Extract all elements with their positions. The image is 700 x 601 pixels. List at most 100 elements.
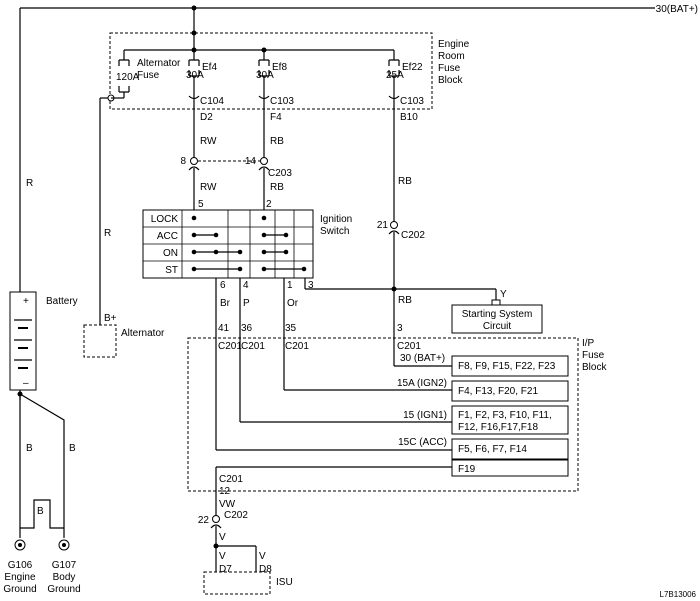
engine-room-fuse-block	[109, 32, 433, 110]
svg-text:Switch: Switch	[320, 226, 349, 237]
svg-text:C103: C103	[270, 96, 294, 107]
wire-y: Y	[500, 289, 507, 300]
fuse-ef4: Ef4 30A	[186, 59, 217, 82]
svg-text:8: 8	[180, 156, 186, 167]
svg-text:Room: Room	[438, 51, 465, 62]
isu-label: ISU	[276, 577, 293, 588]
wire-v-left: V	[219, 551, 226, 562]
svg-text:C202: C202	[401, 230, 425, 241]
wire-r-left: R	[26, 178, 33, 189]
ip-row-f19: F19	[451, 459, 569, 477]
svg-text:Ground: Ground	[3, 584, 36, 595]
svg-text:G106: G106	[8, 560, 33, 571]
svg-text:Alternator: Alternator	[137, 58, 181, 69]
c201-label-e: C201	[219, 474, 243, 485]
svg-text:G107: G107	[52, 560, 77, 571]
wire-v-upper: V	[219, 532, 226, 543]
wire-r-alternator: R	[104, 228, 111, 239]
svg-text:I/P: I/P	[582, 338, 595, 349]
switch-pin-2: 2	[266, 199, 272, 210]
isu-pin-d8: D8	[259, 564, 272, 575]
engine-room-fuse-block-label: Engine Room Fuse Block	[438, 39, 470, 86]
wire-or: Or	[287, 298, 299, 309]
wire-v-right: V	[259, 551, 266, 562]
wire-rb-upper: RB	[270, 136, 284, 147]
svg-text:Ef8: Ef8	[272, 62, 287, 73]
c201-label-c: C201	[285, 341, 309, 352]
ip-fuse-block-label: I/P Fuse Block	[582, 338, 607, 373]
svg-text:Body: Body	[53, 572, 76, 583]
svg-text:Ef4: Ef4	[202, 62, 217, 73]
c201-pin-3: 3	[397, 323, 403, 334]
isu-module	[203, 571, 271, 595]
connector-c203: 8 14 C203	[180, 156, 292, 179]
svg-text:21: 21	[377, 220, 389, 231]
svg-text:Fuse: Fuse	[438, 63, 461, 74]
ip-row-bat: 30 (BAT+) F8, F9, F15, F22, F23	[400, 353, 569, 377]
wire-rw-lower: RW	[200, 182, 217, 193]
wire-p: P	[243, 298, 250, 309]
ground-g106: G106 Engine Ground	[3, 539, 37, 595]
c201-pin-41: 41	[218, 323, 230, 334]
c201-pin-35: 35	[285, 323, 297, 334]
ip-row-ign1: 15 (IGN1) F1, F2, F3, F10, F11, F12, F16…	[403, 405, 569, 435]
svg-text:B10: B10	[400, 112, 418, 123]
alternator-label: Alternator	[121, 328, 165, 339]
ip-row-ign2: 15A (IGN2) F4, F13, F20, F21	[397, 378, 569, 402]
alternator-fuse: 120A Alternator Fuse	[116, 58, 181, 98]
ground-g107: G107 Body Ground	[47, 539, 81, 595]
svg-text:C202: C202	[224, 510, 248, 521]
svg-text:Ignition: Ignition	[320, 214, 352, 225]
svg-text:F8, F9, F15, F22, F23: F8, F9, F15, F22, F23	[458, 361, 556, 372]
fuse-ef22: Ef22 25A	[386, 59, 423, 82]
wire-rb-lower: RB	[270, 182, 284, 193]
starting-system-circuit: Starting System Circuit	[451, 304, 543, 334]
svg-text:F4: F4	[270, 112, 282, 123]
alternator	[83, 324, 117, 358]
c201-pin-36: 36	[241, 323, 253, 334]
switch-pin-3: 3	[308, 280, 314, 291]
svg-text:25A: 25A	[386, 70, 404, 81]
svg-text:C203: C203	[268, 168, 292, 179]
switch-pin-4: 4	[243, 280, 249, 291]
diagram-code: L7B13006	[660, 590, 697, 599]
wire-rw-upper: RW	[200, 136, 217, 147]
switch-pin-1: 1	[287, 280, 293, 291]
wire-rb-to-ip: RB	[398, 295, 412, 306]
fuse-ef8: Ef8 30A	[256, 59, 287, 82]
svg-text:F4, F13, F20, F21: F4, F13, F20, F21	[458, 386, 538, 397]
c201-label-a: C201	[218, 341, 242, 352]
switch-row-st: ST	[165, 265, 178, 276]
svg-text:15 (IGN1): 15 (IGN1)	[403, 410, 447, 421]
c201-pin-12: 12	[219, 486, 231, 497]
wire-b-loop: B	[37, 506, 44, 517]
wire-b-left: B	[26, 443, 33, 454]
switch-pin-6: 6	[220, 280, 226, 291]
svg-text:F5, F6, F7, F14: F5, F6, F7, F14	[458, 444, 527, 455]
svg-text:D2: D2	[200, 112, 213, 123]
ignition-switch-label: Ignition Switch	[320, 214, 352, 237]
svg-text:Fuse: Fuse	[582, 350, 605, 361]
connector-c202-top: 21 C202	[377, 220, 425, 241]
svg-text:Block: Block	[438, 75, 463, 86]
svg-text:Engine: Engine	[438, 39, 470, 50]
svg-text:C104: C104	[200, 96, 224, 107]
svg-text:C103: C103	[400, 96, 424, 107]
ip-fuse-block	[187, 337, 579, 492]
wire-b-right: B	[69, 443, 76, 454]
isu-pin-d7: D7	[219, 564, 232, 575]
svg-text:F19: F19	[458, 464, 476, 475]
connector-c202-bottom: 22 C202	[198, 510, 248, 529]
ignition-switch: LOCK ACC ON ST	[142, 209, 314, 279]
ip-row-acc: 15C (ACC) F5, F6, F7, F14	[398, 437, 569, 460]
switch-row-on: ON	[163, 248, 178, 259]
svg-text:15C (ACC): 15C (ACC)	[398, 437, 447, 448]
svg-text:30A: 30A	[256, 70, 274, 81]
svg-text:Starting System: Starting System	[462, 309, 533, 320]
svg-text:Engine: Engine	[4, 572, 36, 583]
switch-row-acc: ACC	[157, 231, 178, 242]
svg-text:30A: 30A	[186, 70, 204, 81]
svg-text:Ef22: Ef22	[402, 62, 423, 73]
wire-vw: VW	[219, 499, 236, 510]
